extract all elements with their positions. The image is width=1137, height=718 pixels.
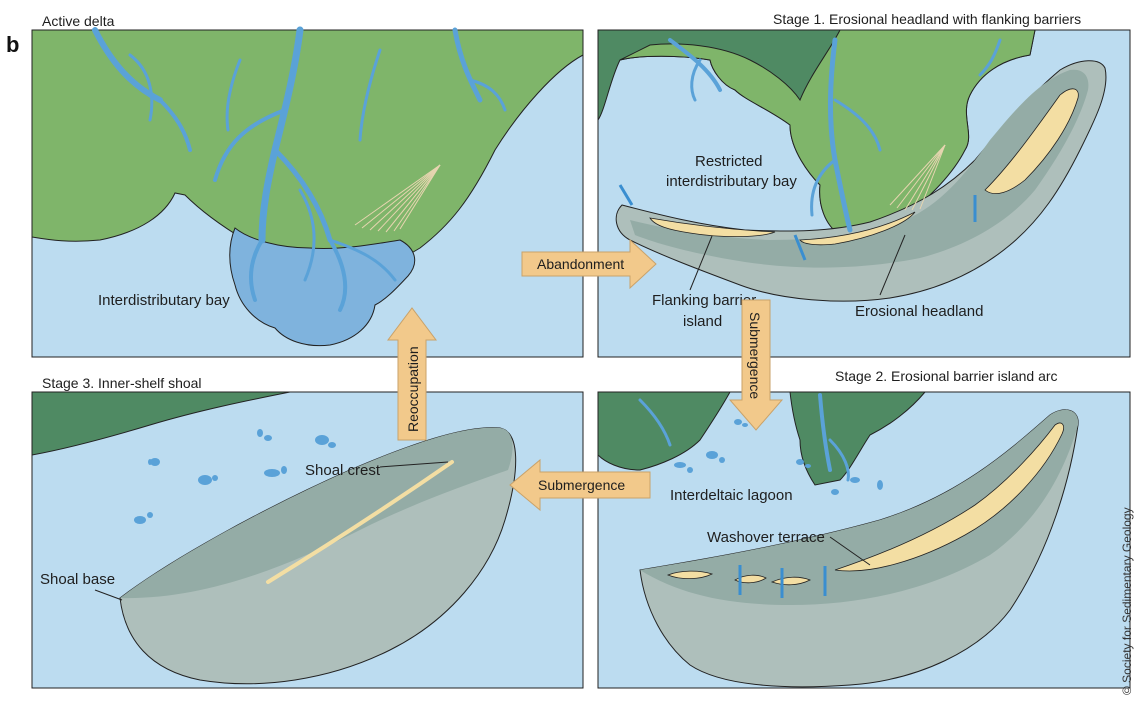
washover-terrace-label: Washover terrace: [707, 529, 825, 546]
copyright-credit: © Society for Sedimentary Geology: [1120, 507, 1134, 695]
submergence-vertical-label: Submergence: [747, 312, 763, 399]
panel-active-delta: Active delta Interdistributary bay: [32, 13, 583, 357]
flanking-barrier-label-line1: Flanking barrier: [652, 292, 756, 309]
interdistributary-bay-label: Interdistributary bay: [98, 292, 230, 309]
panel-stage1: Stage 1. Erosional headland with flankin…: [598, 11, 1130, 357]
figure-letter: b: [6, 32, 19, 57]
abandonment-label: Abandonment: [537, 256, 624, 272]
panel-stage3: Stage 3. Inner-shelf shoal Shoal crest S…: [32, 375, 583, 688]
restricted-bay-label-line1: Restricted: [695, 153, 763, 170]
stage1-title: Stage 1. Erosional headland with flankin…: [773, 11, 1081, 27]
shoal-crest-label: Shoal crest: [305, 462, 381, 479]
reoccupation-label: Reoccupation: [405, 346, 421, 432]
stage3-title: Stage 3. Inner-shelf shoal: [42, 375, 202, 391]
erosional-headland-label: Erosional headland: [855, 303, 983, 320]
flanking-barrier-label-line2: island: [683, 313, 722, 330]
shoal-base-label: Shoal base: [40, 571, 115, 588]
stage2-title: Stage 2. Erosional barrier island arc: [835, 368, 1058, 384]
interdeltaic-lagoon-label: Interdeltaic lagoon: [670, 487, 793, 504]
submergence-horizontal-label: Submergence: [538, 477, 625, 493]
active-delta-title: Active delta: [42, 13, 115, 29]
panel-stage2: Stage 2. Erosional barrier island arc In…: [598, 368, 1130, 688]
restricted-bay-label-line2: interdistributary bay: [666, 173, 797, 190]
